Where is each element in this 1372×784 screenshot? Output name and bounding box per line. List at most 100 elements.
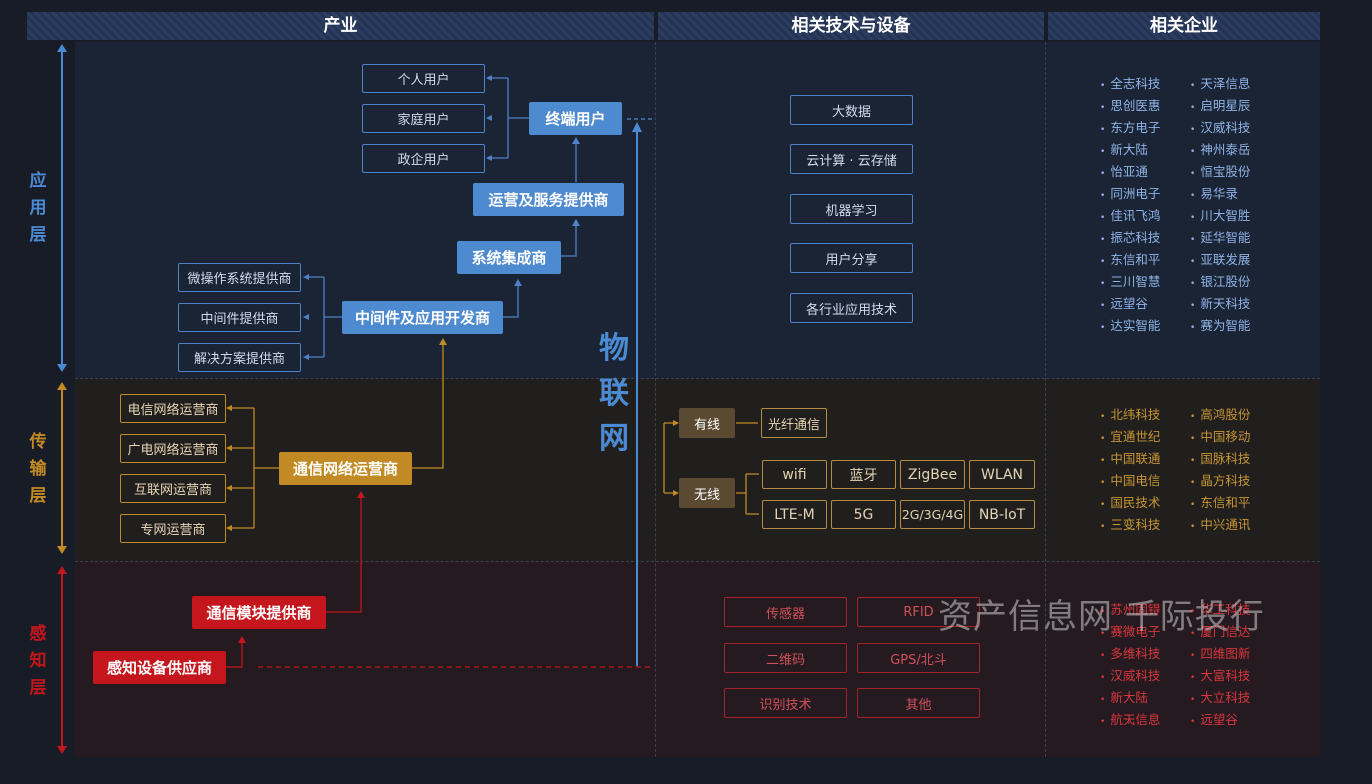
tech-qr-code: 二维码 <box>724 643 847 673</box>
company-item: 厦门信达 <box>1190 622 1250 644</box>
application-layer-label: 应用层 <box>29 171 47 245</box>
watermark: 资产信息网 千际投行 <box>938 597 1265 637</box>
tech-sensor: 传感器 <box>724 597 847 627</box>
company-item: 达实智能 <box>1100 316 1160 338</box>
personal-user-node: 个人用户 <box>362 64 485 93</box>
company-item: 新大陆 <box>1100 688 1160 710</box>
company-item: 汉威科技 <box>1100 666 1160 688</box>
broadcast-operator-node: 广电网络运营商 <box>120 434 226 463</box>
company-item: 天泽信息 <box>1190 74 1250 96</box>
household-user-node: 家庭用户 <box>362 104 485 133</box>
header-tech: 相关技术与设备 <box>658 12 1044 40</box>
divider <box>75 561 1320 562</box>
company-item: 北纬科技 <box>1100 405 1160 427</box>
trans-companies-col1: 北纬科技 宜通世纪 中国联通 中国电信 国民技术 三变科技 <box>1100 405 1160 537</box>
company-item: 晶方科技 <box>1190 471 1250 493</box>
company-item: 三川智慧 <box>1100 272 1160 294</box>
company-item: 苏州固锝 <box>1100 600 1160 622</box>
company-item: 亚联发展 <box>1190 250 1250 272</box>
company-item: 中兴通讯 <box>1190 515 1250 537</box>
header-industry: 产业 <box>27 12 654 40</box>
company-item: 佳讯飞鸿 <box>1100 206 1160 228</box>
internet-operator-node: 互联网运营商 <box>120 474 226 503</box>
company-item: 国脉科技 <box>1190 449 1250 471</box>
company-item: 三变科技 <box>1100 515 1160 537</box>
company-item: 赛为智能 <box>1190 316 1250 338</box>
sensing-device-supplier-node: 感知设备供应商 <box>93 651 226 684</box>
solution-provider-node: 解决方案提供商 <box>178 343 301 372</box>
end-user-node: 终端用户 <box>529 102 622 135</box>
company-item: 宜通世纪 <box>1100 427 1160 449</box>
company-item: 东方电子 <box>1100 118 1160 140</box>
company-item: 东信和平 <box>1190 493 1250 515</box>
company-item: 赛微电子 <box>1100 622 1160 644</box>
sensing-axis <box>61 572 63 748</box>
iot-label: 物联网 <box>599 331 629 456</box>
middleware-developer-node: 中间件及应用开发商 <box>342 301 503 334</box>
sense-companies-col2: 华工科技 厦门信达 四维图新 大富科技 大立科技 远望谷 <box>1190 600 1250 732</box>
tech-fiber: 光纤通信 <box>761 408 827 438</box>
company-item: 大富科技 <box>1190 666 1250 688</box>
tech-other: 其他 <box>857 688 980 718</box>
company-item: 新天科技 <box>1190 294 1250 316</box>
divider <box>655 42 656 757</box>
company-item: 银江股份 <box>1190 272 1250 294</box>
company-item: 同洲电子 <box>1100 184 1160 206</box>
micro-os-provider-node: 微操作系统提供商 <box>178 263 301 292</box>
company-item: 远望谷 <box>1100 294 1160 316</box>
company-item: 中国电信 <box>1100 471 1160 493</box>
company-item: 远望谷 <box>1190 710 1250 732</box>
trans-ellipsis: ··· <box>1127 522 1142 536</box>
transmission-axis <box>61 388 63 548</box>
network-operator-node: 通信网络运营商 <box>279 452 412 485</box>
company-item: 四维图新 <box>1190 644 1250 666</box>
company-item: 振芯科技 <box>1100 228 1160 250</box>
enterprise-user-node: 政企用户 <box>362 144 485 173</box>
wireless-node: 无线 <box>679 478 735 508</box>
company-item: 中国移动 <box>1190 427 1250 449</box>
company-item: 多维科技 <box>1100 644 1160 666</box>
company-item: 神州泰岳 <box>1190 140 1250 162</box>
tech-wlan: WLAN <box>969 460 1035 489</box>
app-companies-col1: 全志科技 思创医惠 东方电子 新大陆 怡亚通 同洲电子 佳讯飞鸿 振芯科技 东信… <box>1100 74 1160 338</box>
company-item: 中国联通 <box>1100 449 1160 471</box>
tech-wifi: wifi <box>762 460 827 489</box>
company-item: 东信和平 <box>1100 250 1160 272</box>
tech-user-sharing: 用户分享 <box>790 243 913 273</box>
middleware-provider-node: 中间件提供商 <box>178 303 301 332</box>
tech-rfid: RFID <box>857 597 980 627</box>
company-item: 航天信息 <box>1100 710 1160 732</box>
application-axis <box>61 50 63 366</box>
tech-big-data: 大数据 <box>790 95 913 125</box>
company-item: 思创医惠 <box>1100 96 1160 118</box>
divider <box>75 378 1320 379</box>
company-item: 全志科技 <box>1100 74 1160 96</box>
company-item: 川大智胜 <box>1190 206 1250 228</box>
comm-module-provider-node: 通信模块提供商 <box>192 596 326 629</box>
tech-5g: 5G <box>831 500 896 529</box>
tech-zigbee: ZigBee <box>900 460 965 489</box>
company-item: 高鸿股份 <box>1190 405 1250 427</box>
company-item: 恒宝股份 <box>1190 162 1250 184</box>
company-item: 国民技术 <box>1100 493 1160 515</box>
sense-companies-col1: 苏州固锝 赛微电子 多维科技 汉威科技 新大陆 航天信息 <box>1100 600 1160 732</box>
transmission-layer-label: 传输层 <box>29 432 47 506</box>
company-item: 新大陆 <box>1100 140 1160 162</box>
sense-ellipsis: ··· <box>1127 716 1142 730</box>
tech-bluetooth: 蓝牙 <box>831 460 896 489</box>
trans-companies-col2: 高鸿股份 中国移动 国脉科技 晶方科技 东信和平 中兴通讯 <box>1190 405 1250 537</box>
company-item: 启明星辰 <box>1190 96 1250 118</box>
tech-nb-iot: NB-IoT <box>969 500 1035 529</box>
wired-node: 有线 <box>679 408 735 438</box>
divider <box>1045 42 1046 757</box>
header-companies: 相关企业 <box>1048 12 1320 40</box>
company-item: 大立科技 <box>1190 688 1250 710</box>
tech-industry-apps: 各行业应用技术 <box>790 293 913 323</box>
tech-machine-learning: 机器学习 <box>790 194 913 224</box>
tech-gps-beidou: GPS/北斗 <box>857 643 980 673</box>
company-item: 华工科技 <box>1190 600 1250 622</box>
tech-recognition: 识别技术 <box>724 688 847 718</box>
company-item: 易华录 <box>1190 184 1250 206</box>
telecom-operator-node: 电信网络运营商 <box>120 394 226 423</box>
